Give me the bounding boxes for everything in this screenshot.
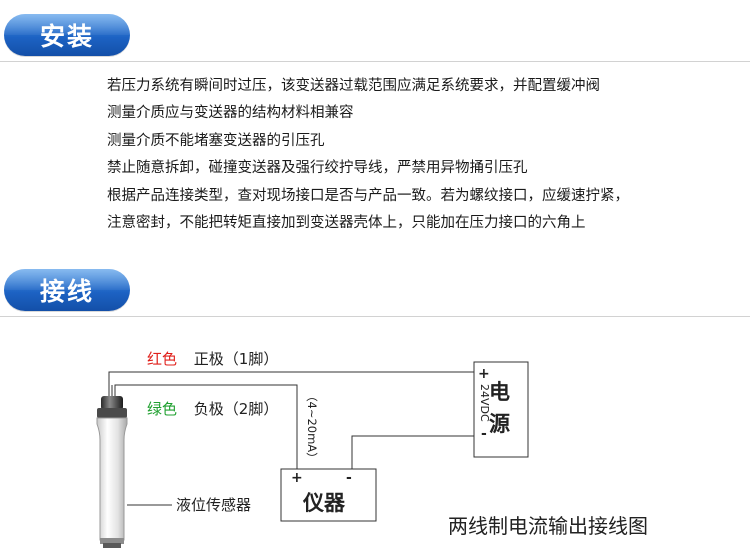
install-note: 根据产品连接类型，查对现场接口是否与产品一致。若为螺纹接口，应缓速拧紧，: [107, 187, 629, 204]
instrument-label: 仪器: [303, 491, 345, 515]
power-voltage-label: 24VDC: [478, 384, 491, 422]
sensor-cable-gland: [101, 396, 123, 410]
wiring-section-tag: 接线: [4, 269, 130, 311]
red-wire: [108, 371, 475, 396]
power-plus-sign: +: [478, 366, 490, 382]
install-notes-list: 若压力系统有瞬间时过压，该变送器过载范围应满足系统要求，并配置缓冲阀 测量介质应…: [107, 73, 737, 237]
return-wire: [351, 430, 475, 469]
install-note: 注意密封，不能把转矩直接加到变送器壳体上，只能加在压力接口的六角上: [107, 214, 586, 231]
power-label-bottom: 源: [489, 412, 510, 436]
instrument-minus-sign: -: [346, 470, 352, 486]
wiring-section-rule: [0, 316, 750, 317]
sensor-cap-ring: [97, 408, 127, 418]
current-range-label: （4~20mA）: [305, 390, 319, 464]
install-note: 禁止随意拆卸，碰撞变送器及强行绞拧导线，严禁用异物捅引压孔: [107, 160, 528, 177]
sensor-bottom: [100, 538, 124, 544]
sensor-tip: [103, 543, 121, 548]
instrument-box: [280, 468, 377, 522]
install-note: 若压力系统有瞬间时过压，该变送器过载范围应满足系统要求，并配置缓冲阀: [107, 78, 600, 94]
sensor-body: [96, 417, 128, 541]
install-section-title: 安装: [39, 22, 94, 51]
green-color-word: 绿色: [147, 400, 178, 418]
install-note: 测量介质不能堵塞变送器的引压孔: [107, 132, 325, 149]
install-section-rule: [0, 61, 750, 62]
wiring-section-title: 接线: [39, 277, 94, 306]
install-note: 测量介质应与变送器的结构材料相兼容: [107, 105, 354, 122]
power-supply-box: [473, 361, 529, 458]
diagram-caption: 两线制电流输出接线图: [448, 514, 648, 538]
negative-pin-label: 负极（2脚）: [193, 400, 279, 418]
positive-pin-label: 正极（1脚）: [193, 350, 279, 368]
red-wire-label: 红色 正极（1脚）: [147, 348, 278, 369]
install-section-tag: 安装: [4, 14, 130, 56]
red-color-word: 红色: [147, 350, 178, 368]
green-wire-label: 绿色 负极（2脚）: [147, 398, 278, 419]
sensor-label: 液位传感器: [176, 496, 252, 514]
green-wire: [114, 384, 298, 469]
power-label-top: 电: [489, 380, 510, 404]
instrument-plus-sign: +: [291, 470, 303, 486]
power-minus-sign: -: [481, 426, 487, 442]
